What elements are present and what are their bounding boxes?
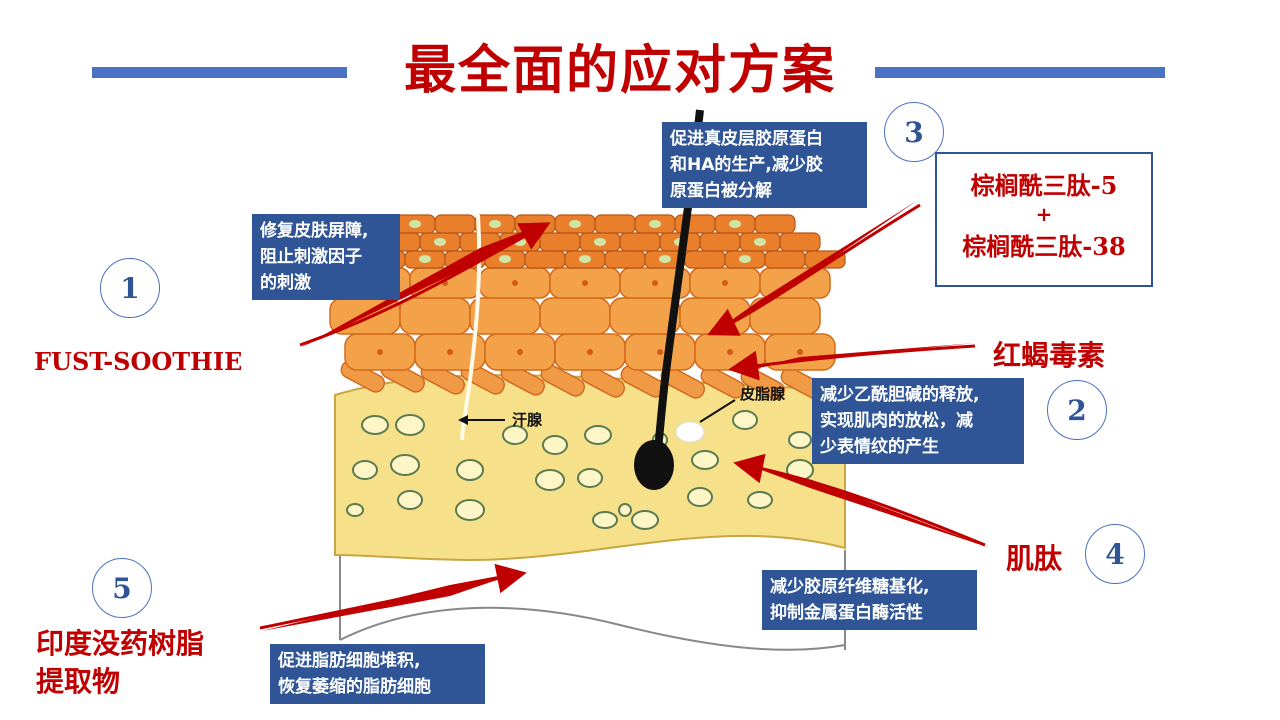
number-badge-5: 5	[92, 558, 152, 618]
number-badge-2: 2	[1047, 380, 1107, 440]
desc-line: 实现肌肉的放松，减	[820, 411, 973, 431]
page-title: 最全面的应对方案	[403, 40, 836, 101]
desc-line: 抑制金属蛋白酶活性	[770, 603, 923, 623]
desc-line: 促进脂肪细胞堆积,	[278, 651, 421, 671]
desc-line: 的刺激	[260, 273, 311, 293]
dermis-cells	[346, 410, 814, 530]
ingredient-myrrh-line1: 印度没药树脂	[36, 627, 205, 660]
number-badge-1: 1	[100, 258, 160, 318]
sebaceous-gland-label: 皮脂腺	[740, 385, 786, 403]
desc-line: 原蛋白被分解	[670, 181, 772, 201]
number-badge-3: 3	[884, 102, 944, 162]
desc-line: 少表情纹的产生	[820, 437, 939, 457]
desc-box-acetylcholine: 减少乙酰胆碱的释放, 实现肌肉的放松，减 少表情纹的产生	[812, 378, 1024, 464]
desc-line: 减少胶原纤维糖基化,	[770, 577, 930, 597]
ingredient-myrrh: 印度没药树脂 提取物	[36, 625, 204, 701]
ingredient-scorpion-toxin: 红蝎毒素	[993, 339, 1106, 372]
header-rule-left	[92, 67, 347, 78]
peptide-line-1: 棕榈酰三肽-5	[970, 171, 1118, 200]
sebaceous-pointer	[699, 399, 736, 423]
arrow-heads	[262, 200, 990, 631]
sweat-gland-label: 汗腺	[512, 411, 543, 429]
desc-line: 和HA的生产,减少胶	[670, 155, 823, 175]
desc-box-barrier: 修复皮肤屏障, 阻止刺激因子 的刺激	[252, 214, 400, 300]
header-rule-right	[875, 67, 1165, 78]
desc-line: 阻止刺激因子	[260, 247, 362, 267]
ingredient-carnosine: 肌肽	[1006, 542, 1063, 575]
peptide-combo-box: 棕榈酰三肽-5 + 棕榈酰三肽-38	[935, 152, 1153, 287]
ingredient-myrrh-line2: 提取物	[36, 665, 121, 698]
peptide-plus: +	[1035, 202, 1053, 226]
desc-line: 修复皮肤屏障,	[260, 221, 369, 241]
number-badge-4: 4	[1085, 524, 1145, 584]
ingredient-fust-soothie: FUST-SOOTHIE	[34, 347, 243, 376]
desc-box-glycation: 减少胶原纤维糖基化, 抑制金属蛋白酶活性	[762, 570, 977, 630]
desc-line: 促进真皮层胶原蛋白	[670, 129, 823, 149]
desc-line: 减少乙酰胆碱的释放,	[820, 385, 980, 405]
peptide-line-2: 棕榈酰三肽-38	[962, 232, 1126, 261]
desc-box-fat: 促进脂肪细胞堆积, 恢复萎缩的脂肪细胞	[270, 644, 485, 704]
sebaceous-gland	[675, 421, 705, 443]
desc-line: 恢复萎缩的脂肪细胞	[278, 677, 431, 697]
desc-box-collagen: 促进真皮层胶原蛋白 和HA的生产,减少胶 原蛋白被分解	[662, 122, 867, 208]
hair-bulb	[634, 440, 674, 490]
